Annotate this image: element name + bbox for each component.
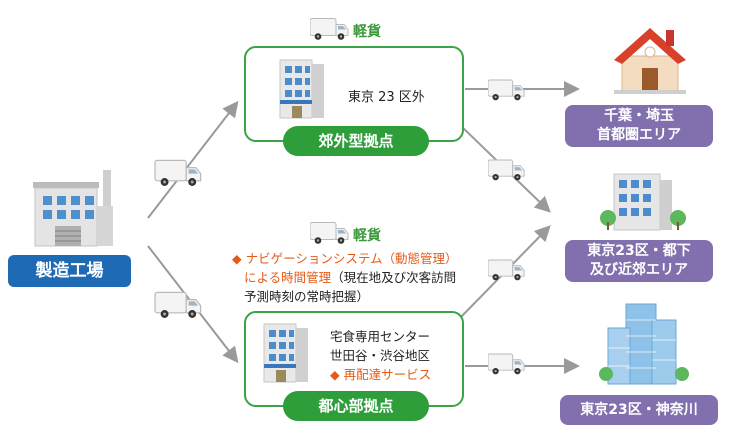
skyscrapers-icon [599,303,689,385]
truck-icon [488,259,525,281]
destination-line1: 東京23区・神奈川 [580,401,698,418]
suburban-vehicle-label: 軽貨 [353,24,381,40]
destination-line2: 及び近郊エリア [590,262,688,278]
factory-icon [33,170,113,247]
delivery-center-area: 世田谷・渋谷地区 [330,348,431,363]
navigation-note-line2b: （現在地及び次客訪問 [331,270,457,285]
destination-tokyo-kanagawa: 東京23区・神奈川 [560,395,718,425]
truck-icon [154,291,202,319]
factory-label: 製造工場 [8,255,131,287]
suburban-area-text: 東京 23 区外 [348,90,425,105]
urban-hub-label: 都心部拠点 [283,391,429,421]
navigation-note-line1: ◆ ナビゲーションシステム（動態管理） [232,251,458,266]
destination-line2: 首都圏エリア [597,127,681,143]
suburban-hub-label: 郊外型拠点 [283,126,429,156]
redelivery-service-text: ◆ 再配達サービス [330,367,432,382]
navigation-note-line2a: による時間管理 [244,270,332,285]
urban-vehicle-label: 軽貨 [353,228,381,244]
navigation-note-line3: 予測時刻の常時把握） [244,289,370,304]
truck-icon [488,159,525,181]
office-building-icon [263,323,308,383]
office-building-icon [279,59,324,119]
truck-icon [488,79,525,101]
light-truck-icon [310,18,349,41]
truck-icon [488,353,525,375]
destination-tokyo-suburbs: 東京23区・都下 及び近郊エリア [565,240,713,282]
arrow-factory-to-suburban [147,100,239,219]
house-icon [614,28,686,94]
apartment-building-icon [600,173,686,231]
truck-icon [154,159,202,187]
delivery-center-name: 宅食専用センター [330,329,431,344]
destination-line1: 東京23区・都下 [587,243,691,259]
light-truck-icon [310,222,349,245]
destination-line1: 千葉・埼玉 [604,108,674,124]
destination-chiba-saitama: 千葉・埼玉 首都圏エリア [565,105,713,147]
